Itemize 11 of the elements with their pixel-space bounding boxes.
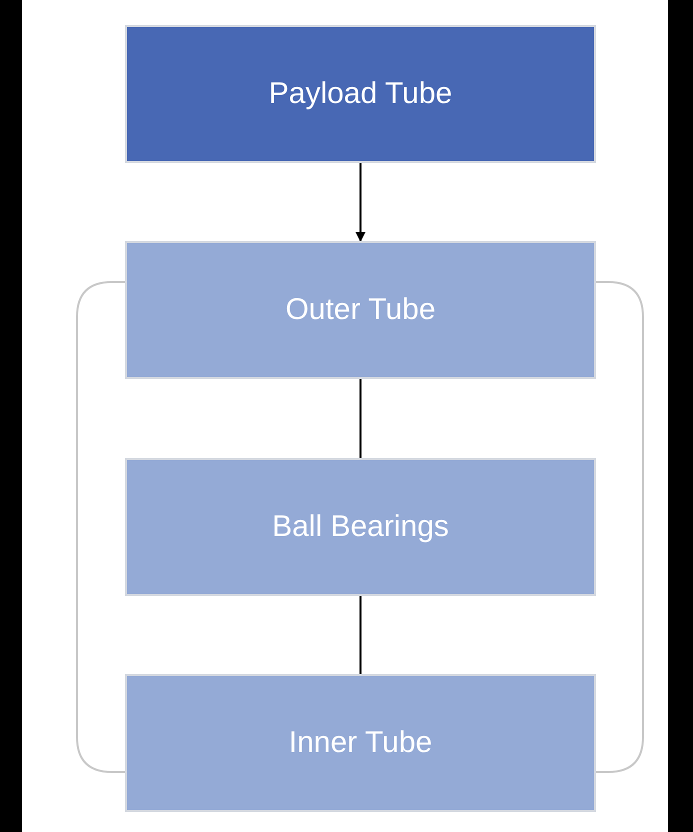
process-box [125,241,596,379]
process-box [125,458,596,596]
box-label: Inner Tube [288,726,432,760]
connector-line [360,596,362,674]
box-label: Ball Bearings [272,510,449,544]
connector-line [360,379,362,458]
box-label: Payload Tube [268,77,452,111]
process-box [125,25,596,163]
box-label: Outer Tube [285,293,436,327]
process-box [125,674,596,812]
arrow [356,163,366,242]
